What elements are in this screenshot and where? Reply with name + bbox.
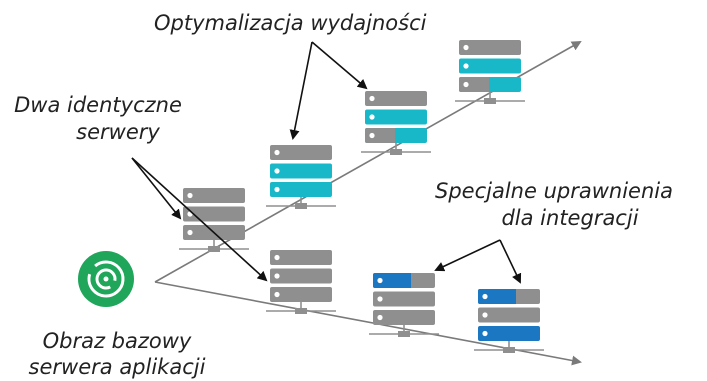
server-drive (270, 145, 332, 160)
identical-label-line1: Dwa identyczne (14, 93, 182, 117)
base-image-label-line1: Obraz bazowy (43, 329, 192, 353)
server-drive (459, 40, 521, 55)
disc-icon (78, 251, 134, 307)
server-drive (270, 182, 332, 197)
server-drive (365, 91, 427, 106)
server-drive (459, 58, 521, 74)
special-label-line2: dla integracji (501, 206, 638, 230)
special-label-line1: Specjalne uprawnienia (435, 179, 673, 203)
server-drive (183, 188, 245, 203)
server-drive (365, 128, 427, 143)
base-image-label-line2: serwera aplikacji (29, 355, 206, 379)
server-rack-icon (369, 273, 439, 337)
server-drive (373, 273, 435, 288)
arrow-identical-lower (131, 157, 268, 282)
server-stand (361, 143, 431, 155)
server-stand (455, 92, 525, 104)
arrow-optimization-1 (289, 41, 313, 140)
server-drive (270, 287, 332, 302)
server-drive (270, 250, 332, 265)
server-rack-icon (266, 145, 336, 209)
server-drive (270, 268, 332, 284)
server-drive (459, 77, 521, 92)
annotation-arrows (131, 41, 522, 284)
server-drive (373, 310, 435, 325)
server-stand (474, 341, 544, 353)
server-drive (478, 307, 540, 323)
identical-label-line2: serwery (76, 120, 160, 144)
server-drive (270, 163, 332, 179)
server-drive (365, 109, 427, 125)
server-stand (179, 240, 249, 252)
arrow-special-1 (434, 239, 501, 272)
server-drive (478, 326, 540, 341)
server-rack-icon (179, 188, 249, 252)
arrow-special-2 (499, 239, 522, 284)
server-stand (266, 197, 336, 209)
server-rack-icon (361, 91, 431, 155)
server-rack-icon (455, 40, 525, 104)
arrow-identical-upper (131, 157, 182, 220)
optimization-label: Optymalizacja wydajności (154, 11, 427, 35)
server-stand (369, 325, 439, 337)
server-rack-icon (266, 250, 336, 314)
arrow-optimization-2 (311, 41, 368, 90)
server-stand (266, 302, 336, 314)
server-drive (373, 291, 435, 307)
server-rack-icon (474, 289, 544, 353)
server-drive (183, 206, 245, 222)
server-drive (478, 289, 540, 304)
